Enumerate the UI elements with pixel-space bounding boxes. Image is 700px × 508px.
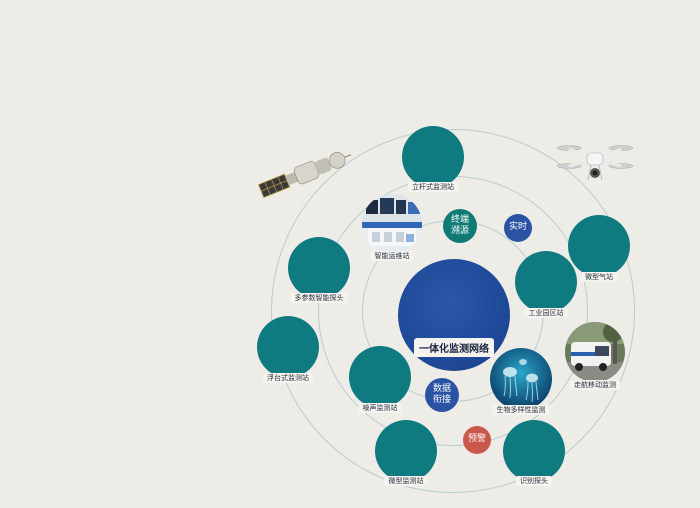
node-label-floating-station: 浮台式监测站 bbox=[263, 373, 313, 384]
tag-terminal-trace: 终端 溯源 bbox=[443, 209, 477, 243]
tag-terminal-trace-line2: 溯源 bbox=[450, 226, 469, 236]
tag-realtime-label: 实时 bbox=[508, 222, 527, 233]
node-mobile-monitoring[interactable] bbox=[565, 322, 625, 382]
node-label-multi-probe: 多参数智能探头 bbox=[290, 293, 348, 304]
node-label-noise-station: 噪声监测站 bbox=[358, 403, 402, 414]
satellite-icon bbox=[257, 152, 352, 199]
node-noise-station[interactable] bbox=[349, 346, 411, 408]
tag-data-link: 数据 衔接 bbox=[425, 378, 459, 412]
center-label: 一体化监测网络 bbox=[414, 338, 494, 357]
node-smart-ops-station[interactable] bbox=[362, 194, 422, 254]
smart-ops-photo bbox=[362, 194, 422, 254]
tag-realtime: 实时 bbox=[504, 214, 532, 242]
tag-alert-label: 预警 bbox=[467, 434, 486, 445]
node-label-biodiversity: 生物多样性监测 bbox=[492, 405, 550, 416]
node-industrial-park[interactable] bbox=[515, 251, 577, 313]
node-label-id-probe: 识别探头 bbox=[516, 476, 552, 487]
drone-icon bbox=[556, 145, 634, 181]
tag-data-link-line2: 衔接 bbox=[432, 395, 451, 405]
node-pole-station[interactable] bbox=[402, 126, 464, 188]
node-id-probe[interactable] bbox=[503, 420, 565, 482]
node-label-smart-ops-station: 智能运维站 bbox=[370, 251, 414, 262]
node-micro-weather[interactable] bbox=[568, 215, 630, 277]
node-label-mobile-monitoring: 走航移动监测 bbox=[570, 380, 620, 391]
node-biodiversity[interactable] bbox=[490, 348, 552, 410]
node-label-micro-weather: 微型气站 bbox=[581, 272, 617, 283]
tag-terminal-trace-line1: 终端 bbox=[450, 214, 469, 225]
tag-data-link-line1: 数据 bbox=[432, 383, 451, 394]
node-micro-station[interactable] bbox=[375, 420, 437, 482]
tag-alert: 预警 bbox=[463, 426, 491, 454]
node-label-pole-station: 立杆式监测站 bbox=[408, 182, 458, 193]
node-label-industrial-park: 工业园区站 bbox=[524, 308, 568, 319]
node-multi-probe[interactable] bbox=[288, 237, 350, 299]
outer-ring bbox=[271, 129, 635, 493]
node-label-micro-station: 微型监测站 bbox=[384, 476, 428, 487]
biodiversity-photo bbox=[490, 348, 552, 410]
node-floating-station[interactable] bbox=[257, 316, 319, 378]
mobile-monitoring-photo bbox=[565, 322, 625, 382]
